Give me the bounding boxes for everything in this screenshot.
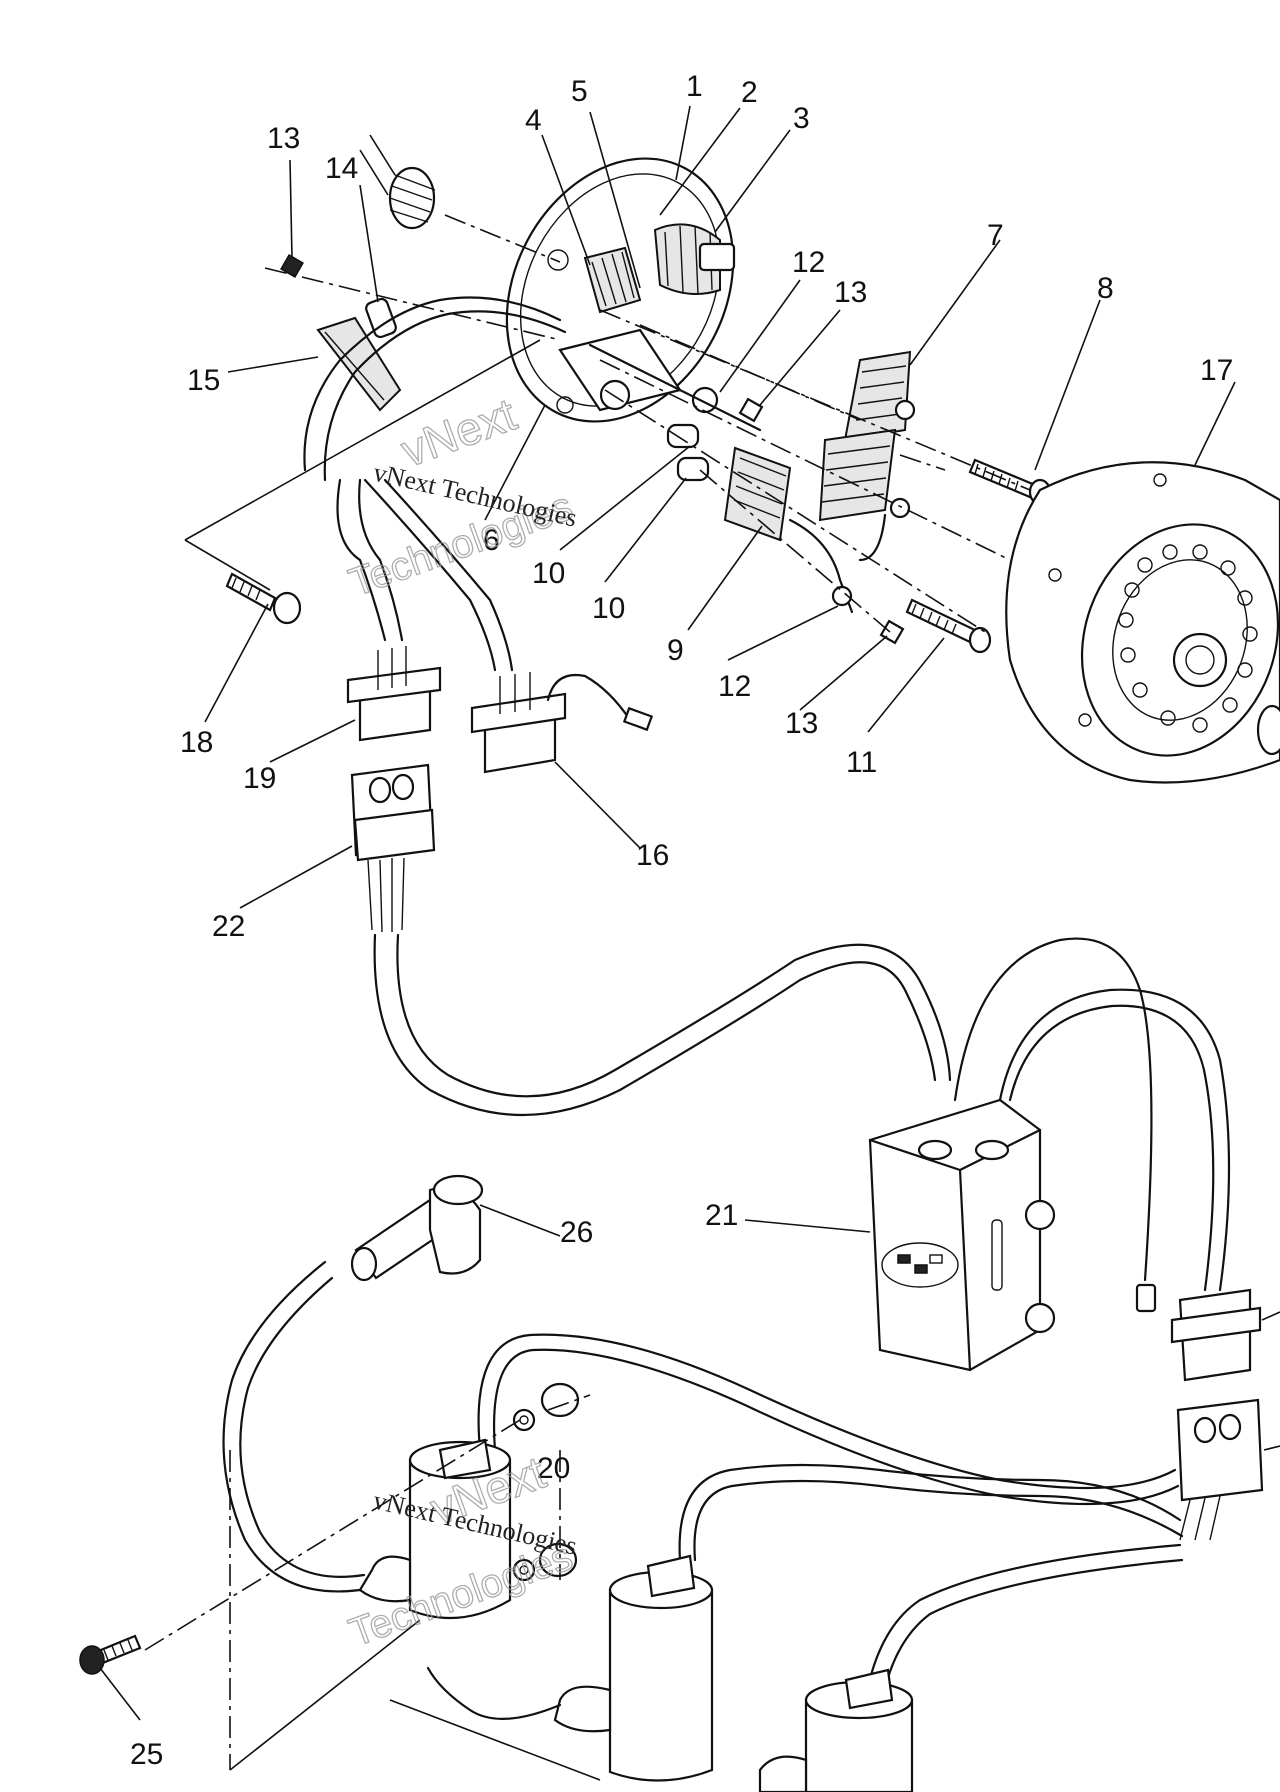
ht-lead — [239, 1276, 366, 1578]
cdi-wire — [998, 988, 1231, 1292]
cdi-wire — [953, 937, 1153, 1282]
nut — [738, 397, 764, 423]
cdi-wire — [1008, 1004, 1215, 1292]
callout-16: 16 — [636, 839, 669, 872]
callout-10a: 10 — [532, 557, 565, 590]
watermark-line: vNext — [394, 388, 522, 477]
coil-wire — [477, 1333, 1177, 1490]
callout-3: 3 — [793, 102, 810, 135]
callout-20: 20 — [537, 1452, 570, 1485]
ignition-coil — [358, 1438, 512, 1620]
stator-harness — [303, 296, 562, 472]
leader — [184, 339, 541, 591]
bullet-connector — [1135, 1283, 1157, 1313]
callout-14: 14 — [325, 152, 358, 185]
coil-wire — [874, 1558, 1184, 1772]
ht-lead — [426, 1666, 562, 1720]
wire-clamp — [316, 297, 402, 412]
cdi-connector — [1170, 1288, 1262, 1382]
coil-wire — [678, 1463, 1182, 1562]
callout-2: 2 — [741, 76, 758, 109]
exciter-coil — [723, 446, 854, 614]
callout-4: 4 — [525, 104, 542, 137]
callout-13b: 13 — [834, 276, 867, 309]
callout-7: 7 — [987, 219, 1004, 252]
connector-16 — [470, 672, 654, 774]
nut — [540, 1382, 580, 1418]
ignition-coil — [758, 1668, 914, 1792]
connector-19 — [346, 646, 442, 742]
bolt — [905, 598, 992, 654]
flywheel — [1005, 461, 1280, 784]
callout-6: 6 — [483, 524, 500, 557]
callout-22: 22 — [212, 910, 245, 943]
nut — [280, 254, 304, 278]
callout-11: 11 — [846, 746, 877, 779]
harness-wire — [383, 478, 514, 672]
callout-1: 1 — [686, 70, 703, 103]
harness-wire — [363, 478, 497, 672]
callout-13c: 13 — [785, 707, 818, 740]
centerline — [264, 267, 561, 341]
centerline — [899, 454, 946, 471]
coil-wire — [493, 1348, 1180, 1506]
callout-13a: 13 — [267, 122, 300, 155]
centerline — [547, 1394, 591, 1411]
callout-12b: 12 — [718, 670, 751, 703]
spark-plug-cap — [350, 1174, 484, 1282]
coil-wire — [693, 1479, 1184, 1562]
harness-cable — [396, 933, 952, 1098]
cdi-unit — [868, 1098, 1056, 1372]
centerline — [604, 389, 986, 633]
source-coil — [818, 350, 916, 562]
centerline — [444, 214, 561, 263]
screw — [79, 1634, 142, 1675]
callout-8: 8 — [1097, 272, 1114, 305]
callout-12a: 12 — [792, 246, 825, 279]
nut — [538, 1542, 578, 1578]
callout-leaders — [99, 105, 1236, 1721]
pulser-coil — [583, 246, 642, 314]
connector-22 — [350, 763, 436, 933]
sleeve — [676, 456, 710, 482]
harness-cable — [373, 933, 937, 1116]
screw — [225, 572, 302, 625]
lighting-coil — [558, 328, 762, 432]
callout-5: 5 — [571, 75, 588, 108]
leader — [229, 1619, 601, 1781]
callout-labels: 1 2 3 4 5 6 7 8 9 10 10 11 12 12 13 13 1… — [130, 70, 1233, 1771]
leader — [1261, 1311, 1280, 1451]
centerline — [639, 324, 861, 421]
callout-18: 18 — [180, 726, 213, 759]
callout-21: 21 — [705, 1199, 738, 1232]
nut — [879, 619, 905, 645]
centerline — [699, 469, 891, 633]
callout-19: 19 — [243, 762, 276, 795]
cdi-connector — [1176, 1398, 1264, 1541]
harness-wire — [358, 478, 404, 642]
washer — [512, 1558, 536, 1582]
grommet — [359, 134, 436, 230]
centerline — [144, 1419, 521, 1651]
washer — [512, 1408, 536, 1432]
sleeve — [666, 423, 700, 449]
callout-25: 25 — [130, 1738, 163, 1771]
callout-15: 15 — [187, 364, 220, 397]
callout-17: 17 — [1200, 354, 1233, 387]
callout-10b: 10 — [592, 592, 625, 625]
ignition-coil — [553, 1554, 714, 1782]
stator-harness — [323, 310, 567, 482]
harness-wire — [336, 478, 387, 642]
ht-lead — [222, 1260, 362, 1593]
centerline — [599, 359, 1011, 561]
callout-9: 9 — [667, 634, 684, 667]
charging-coil — [653, 223, 736, 295]
callout-26: 26 — [560, 1216, 593, 1249]
